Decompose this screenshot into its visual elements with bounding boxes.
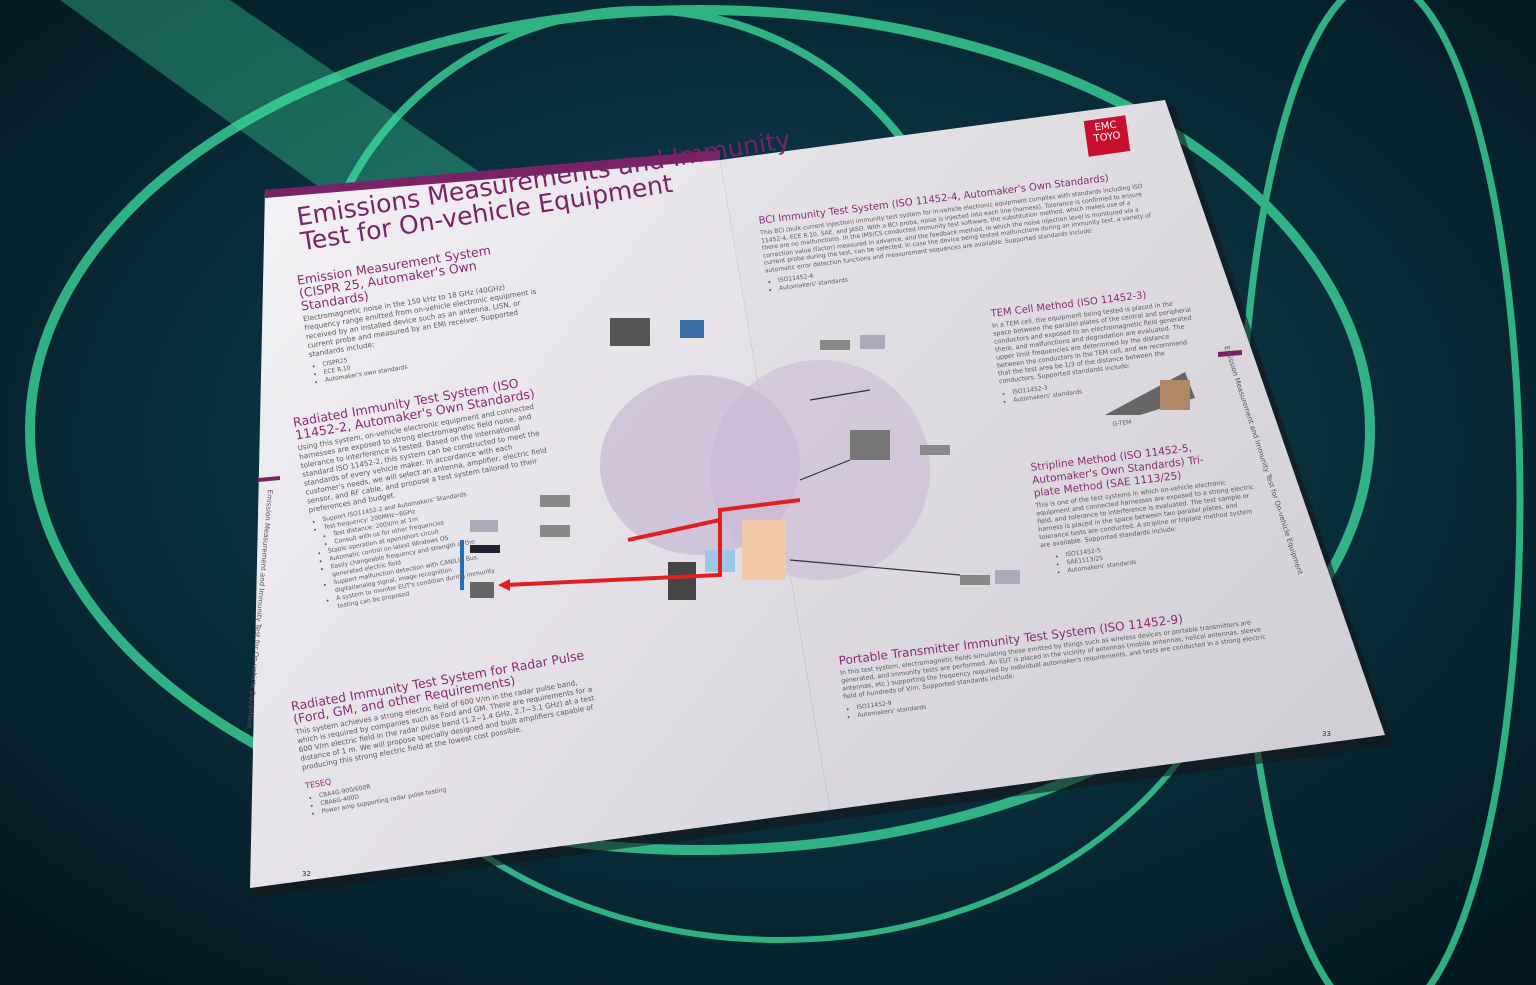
left-page-number: 32 [302,870,311,878]
emc-toyo-logo: EMC TOYO [1083,115,1131,157]
system-diagram [460,318,1020,600]
section-radiated-immunity: Radiated Immunity Test System (ISO 11452… [292,373,573,613]
left-page [250,160,830,888]
right-page [720,100,1385,810]
right-page-number: 33 [1322,730,1331,738]
gtem-cell-image [1105,372,1195,415]
logo-text: EMC TOYO [1093,119,1122,145]
